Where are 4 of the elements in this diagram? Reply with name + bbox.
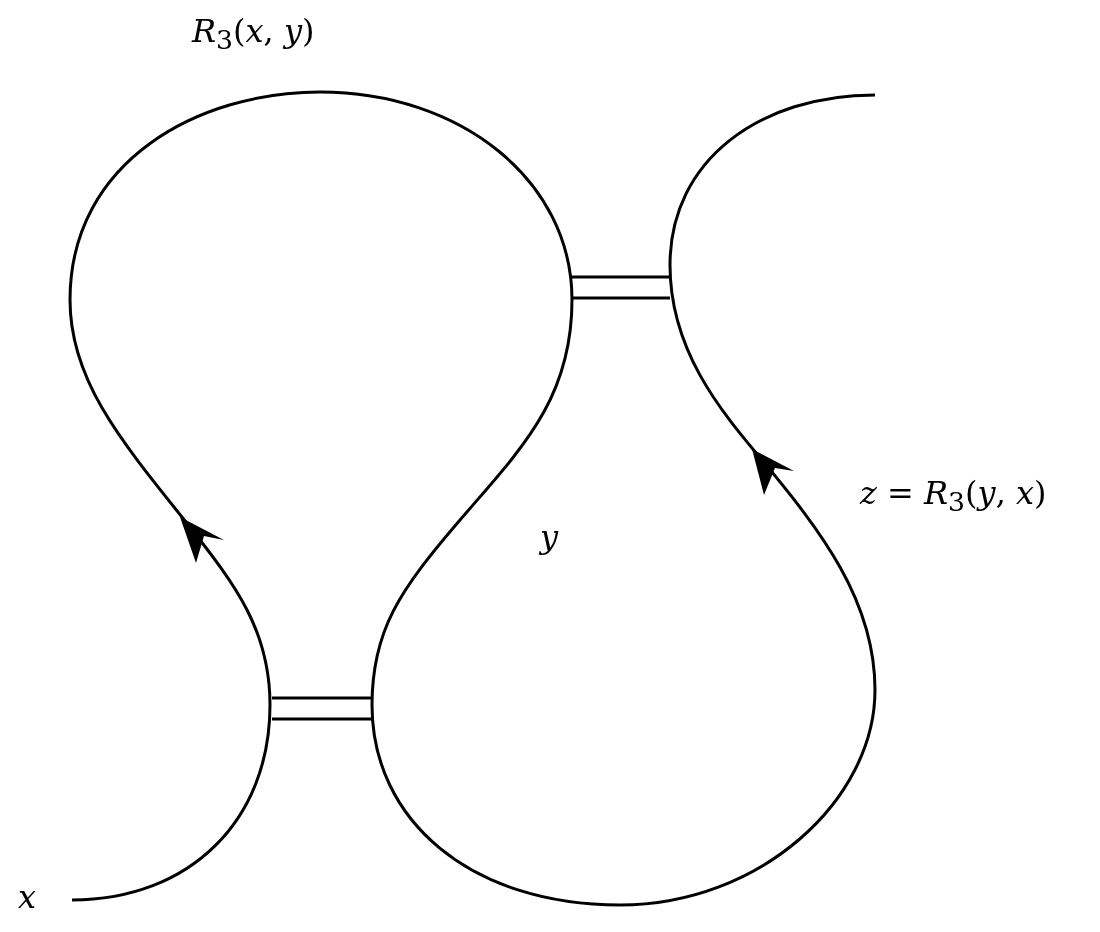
math-label: x	[18, 878, 37, 917]
math-label: y	[540, 518, 559, 557]
math-label: z = R$_{3}$(y, x)	[860, 474, 1047, 519]
math-label: R$_{3}$(x, y)	[192, 12, 315, 57]
